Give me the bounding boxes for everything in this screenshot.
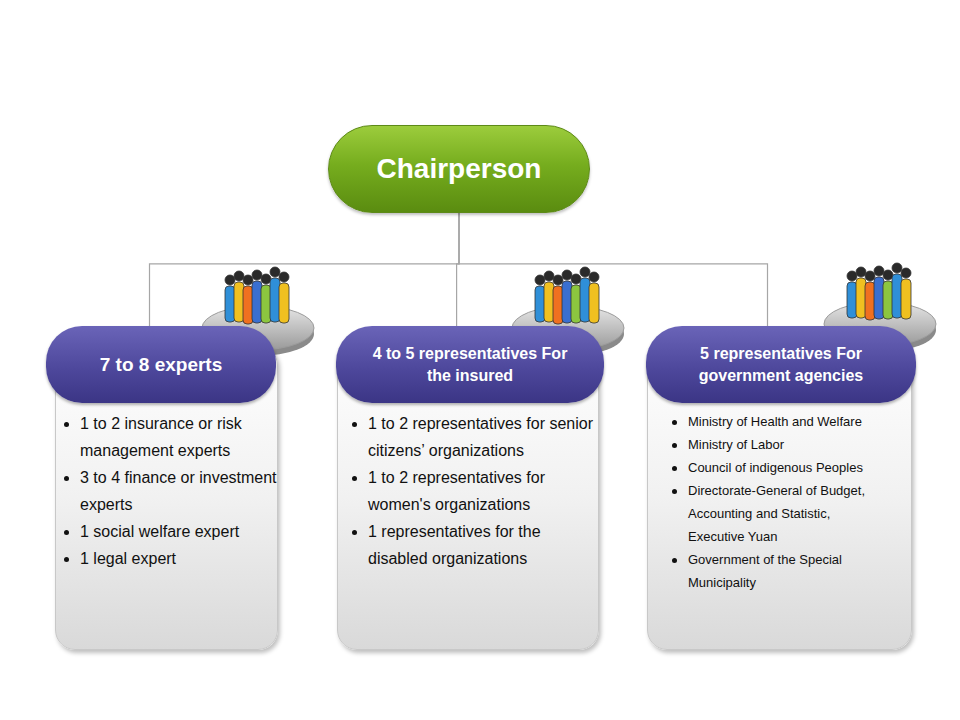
bullet-dot xyxy=(64,476,69,481)
group-title: 7 to 8 experts xyxy=(100,352,223,378)
bullet-dot xyxy=(352,476,357,481)
bullet-text: Government of the Special Municipality xyxy=(688,548,888,594)
bullet-dot xyxy=(352,530,357,535)
bullet-text: 1 representatives for the disabled organ… xyxy=(368,518,603,572)
bullet-item: 1 to 2 insurance or risk management expe… xyxy=(62,410,285,464)
bullet-item: 1 representatives for the disabled organ… xyxy=(350,518,603,572)
group-header: 5 representatives For government agencie… xyxy=(646,326,916,403)
group-title: 5 representatives For government agencie… xyxy=(676,343,886,386)
group-header: 4 to 5 representatives For the insured xyxy=(336,326,604,403)
bullet-text: Ministry of Labor xyxy=(688,433,888,456)
bullet-item: Ministry of Health and Welfare xyxy=(670,410,888,433)
bullet-dot xyxy=(672,420,677,425)
bullet-dot xyxy=(672,443,677,448)
bullet-text: 1 to 2 representatives for women's organ… xyxy=(368,464,603,518)
group-title: 4 to 5 representatives For the insured xyxy=(365,343,575,386)
bullet-item: Council of indigenous Peoples xyxy=(670,456,888,479)
bullet-item: 1 legal expert xyxy=(62,545,285,572)
bullet-dot xyxy=(672,466,677,471)
bullet-item: 3 to 4 finance or investment experts xyxy=(62,464,285,518)
bullet-item: Directorate-General of Budget, Accountin… xyxy=(670,479,888,548)
bullet-item: Government of the Special Municipality xyxy=(670,548,888,594)
chair-title: Chairperson xyxy=(377,153,542,185)
chairperson-box: Chairperson xyxy=(328,125,590,213)
bullet-dot xyxy=(64,530,69,535)
bullet-text: 1 legal expert xyxy=(80,545,285,572)
bullet-item: Ministry of Labor xyxy=(670,433,888,456)
bullet-text: 1 to 2 representatives for senior citize… xyxy=(368,410,603,464)
bullet-dot xyxy=(64,557,69,562)
bullet-dot xyxy=(64,422,69,427)
bullet-text: 1 social welfare expert xyxy=(80,518,285,545)
org-connector xyxy=(459,213,768,326)
group-card: 1 to 2 insurance or risk management expe… xyxy=(55,345,278,650)
bullet-dot xyxy=(672,489,677,494)
bullet-dot xyxy=(672,558,677,563)
group-card: Ministry of Health and WelfareMinistry o… xyxy=(647,345,912,650)
bullet-text: Council of indigenous Peoples xyxy=(688,456,888,479)
bullet-item: 1 social welfare expert xyxy=(62,518,285,545)
bullet-text: Ministry of Health and Welfare xyxy=(688,410,888,433)
bullet-item: 1 to 2 representatives for senior citize… xyxy=(350,410,603,464)
group-card: 1 to 2 representatives for senior citize… xyxy=(337,345,599,650)
bullet-text: 3 to 4 finance or investment experts xyxy=(80,464,285,518)
group-header: 7 to 8 experts xyxy=(46,326,276,403)
bullet-text: Directorate-General of Budget, Accountin… xyxy=(688,479,888,548)
bullet-text: 1 to 2 insurance or risk management expe… xyxy=(80,410,285,464)
bullet-item: 1 to 2 representatives for women's organ… xyxy=(350,464,603,518)
bullet-dot xyxy=(352,422,357,427)
org-connector xyxy=(150,213,460,326)
